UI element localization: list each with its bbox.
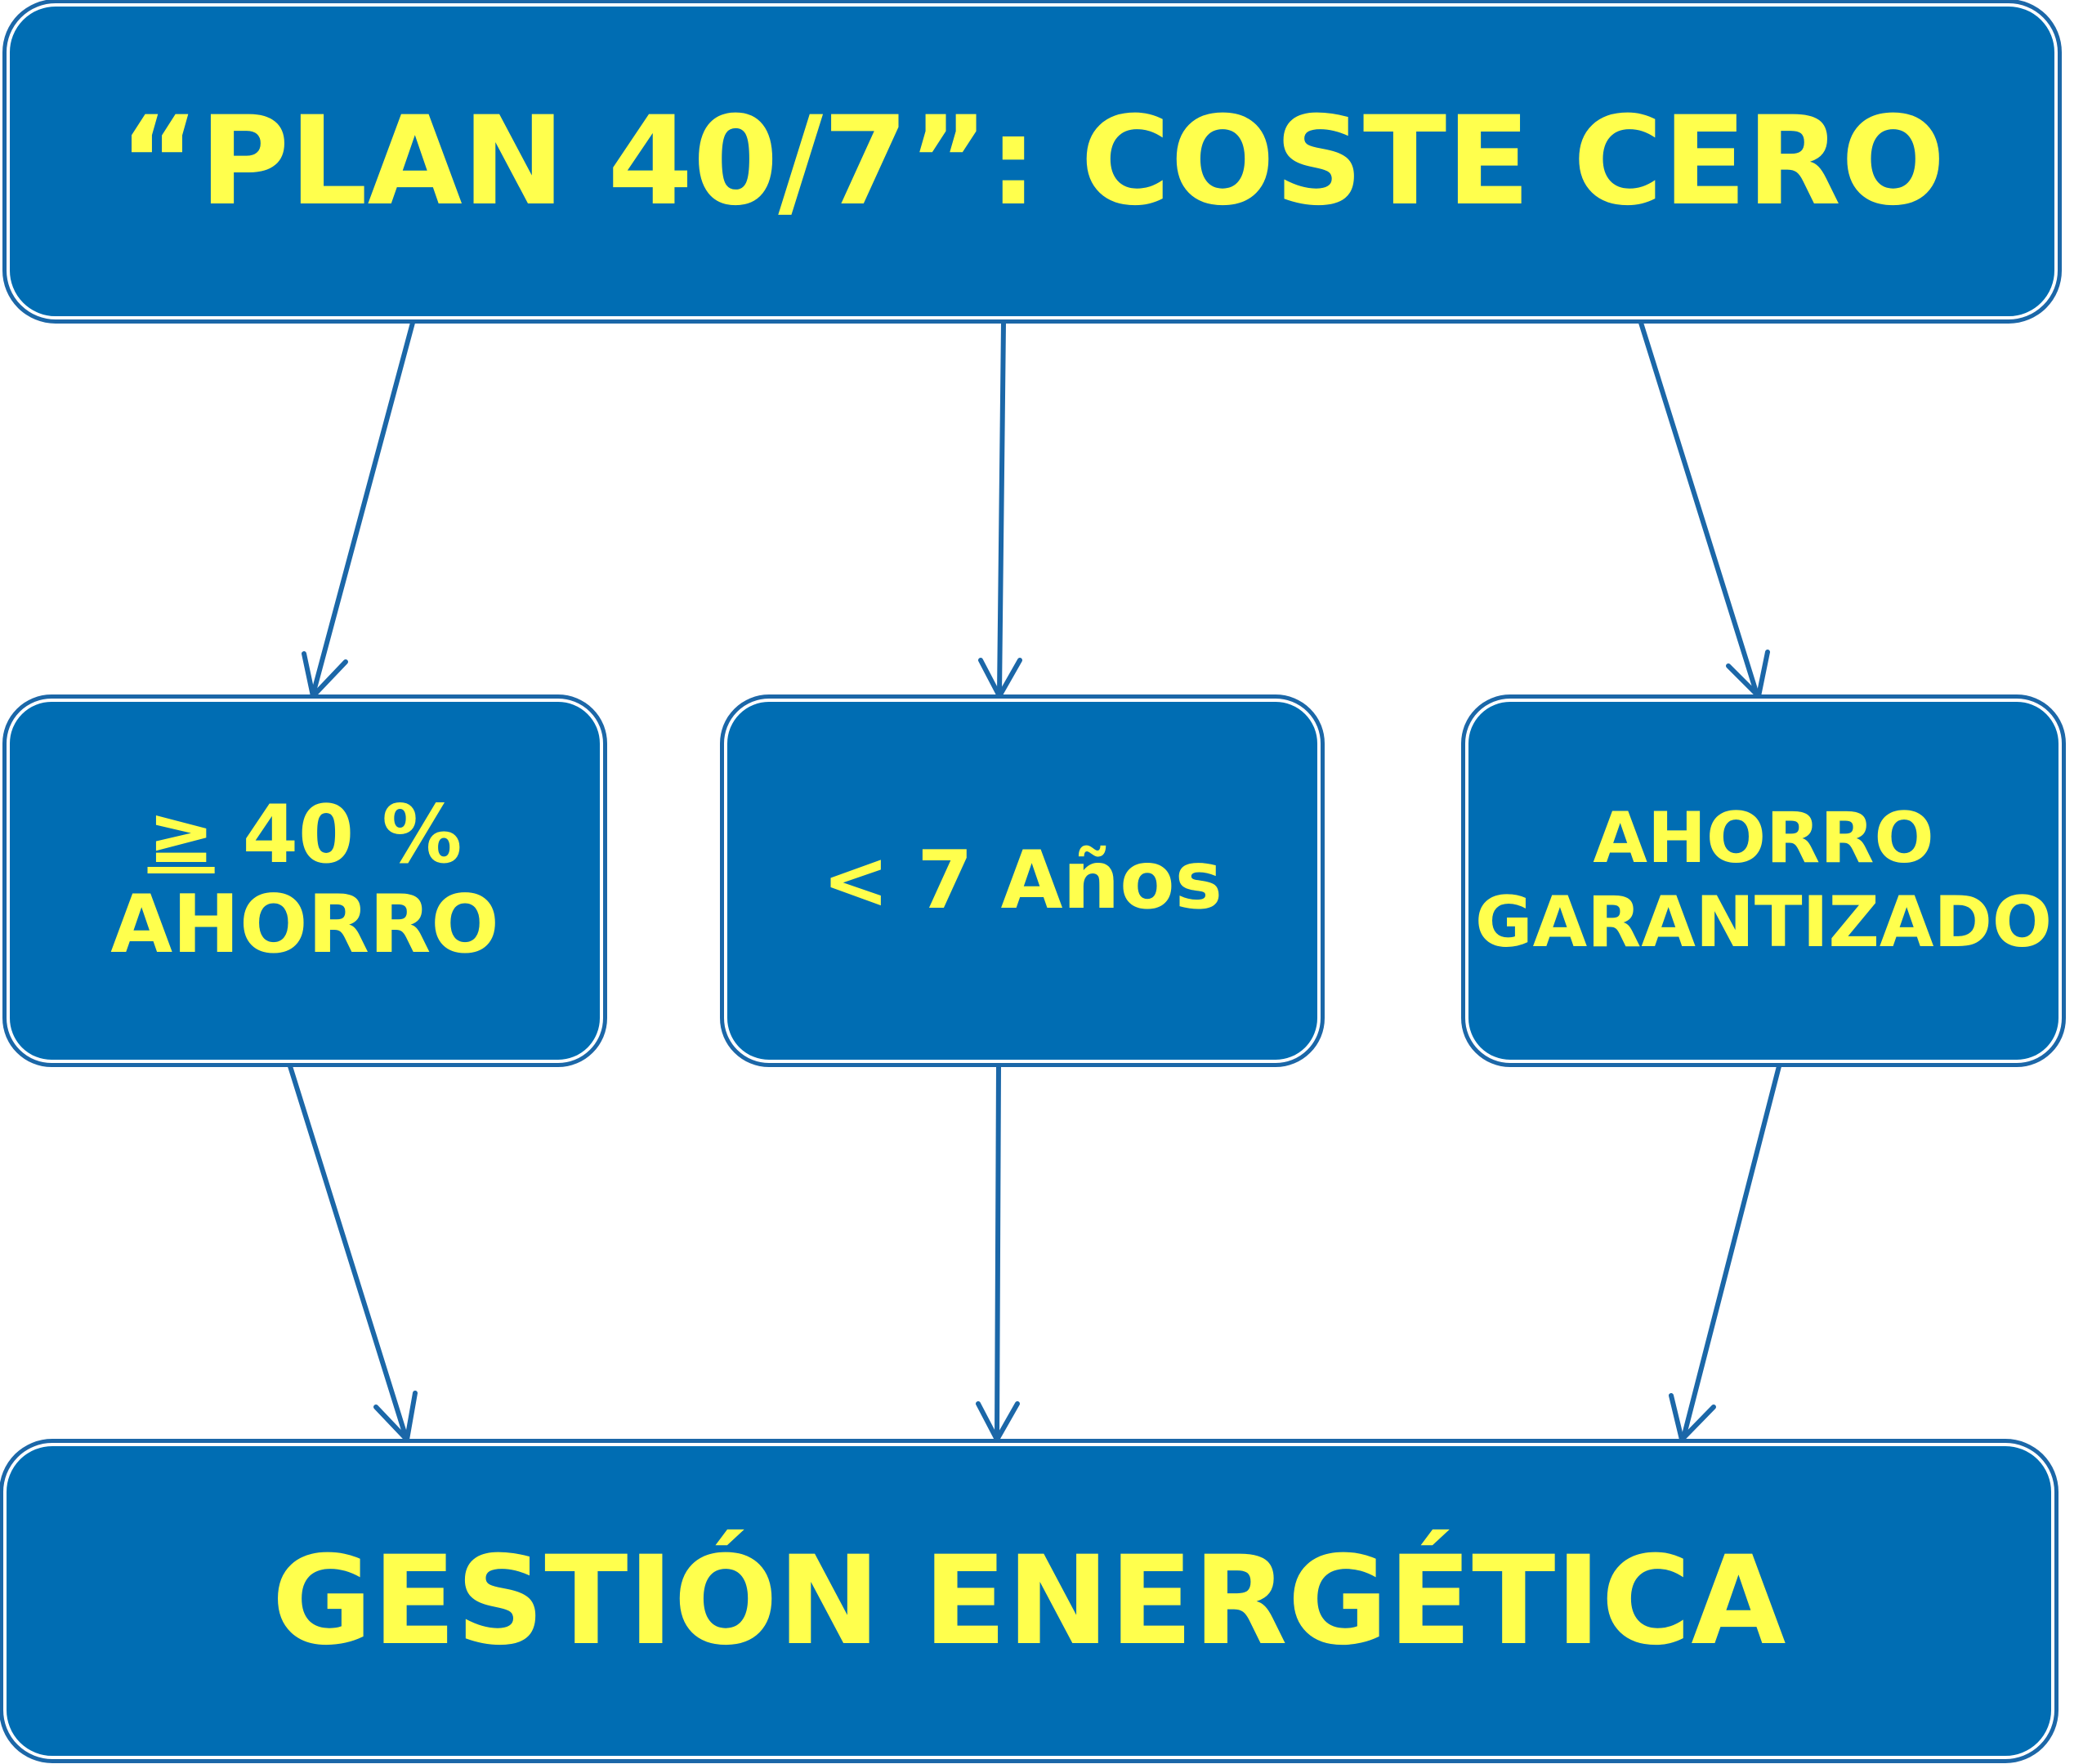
arrowhead-right-to-bottom [1669, 1393, 1716, 1442]
arrowhead-middle-to-bottom [976, 1401, 1020, 1442]
plan-title-text: “PLAN 40/7”: COSTE CERO [118, 90, 1946, 233]
greater-or-equal-symbol: ≥ [147, 788, 215, 882]
arrowhead-top-to-left [302, 651, 348, 699]
plan-title-box: “PLAN 40/7”: COSTE CERO [7, 3, 2058, 319]
savings-percent-line: ≥ 40 % [147, 788, 463, 882]
guaranteed-savings-line2: GARANTIZADO [1475, 882, 2052, 963]
arrow-left-to-bottom [288, 1064, 409, 1440]
guaranteed-savings-box: AHORRO GARANTIZADO [1465, 699, 2062, 1063]
savings-percent-box: ≥ 40 % AHORRO [7, 699, 603, 1063]
arrowhead-top-to-right [1726, 650, 1770, 699]
arrow-top-to-right [1638, 320, 1759, 697]
energy-management-box: GESTIÓN ENERGÉTICA [3, 1443, 2054, 1759]
arrow-top-to-middle [997, 320, 1006, 697]
savings-percent-label: AHORRO [110, 878, 499, 971]
savings-percent-value: 40 % [242, 788, 463, 882]
arrow-right-to-bottom [1681, 1064, 1781, 1440]
payback-years-box: < 7 Años [724, 699, 1321, 1063]
guaranteed-savings-line1: AHORRO [1593, 797, 1934, 879]
payback-years-text: < 7 Años [822, 834, 1223, 927]
arrowhead-top-to-middle [978, 658, 1022, 699]
energy-management-text: GESTIÓN ENERGÉTICA [271, 1530, 1786, 1672]
arrowhead-left-to-bottom [373, 1391, 418, 1442]
arrow-middle-to-bottom [995, 1064, 1001, 1440]
arrow-top-to-left [311, 320, 415, 697]
